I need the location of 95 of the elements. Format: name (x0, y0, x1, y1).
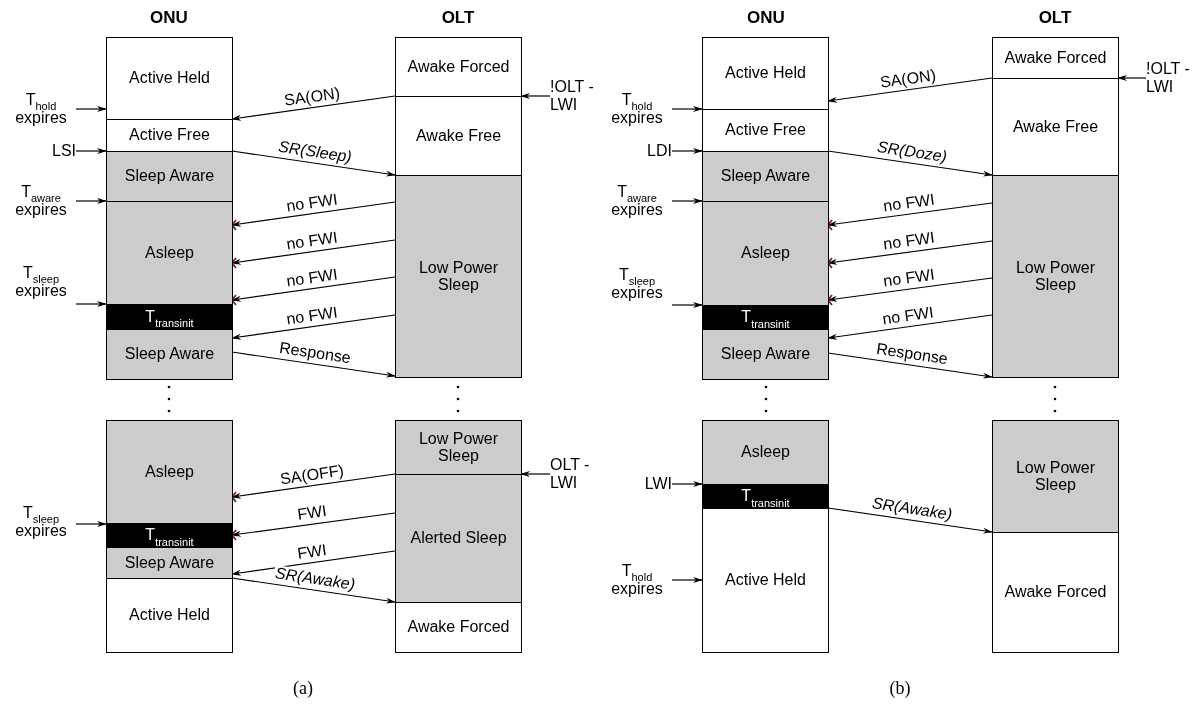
state-band: Sleep Aware (106, 547, 233, 579)
state-band: Active Held (702, 508, 829, 653)
arrow (231, 351, 396, 378)
arrow (1117, 75, 1147, 81)
state-band: T$_{transinit}$ (702, 305, 829, 330)
trigger-label: T$_{sleep}$ expires (6, 500, 76, 544)
edge-label: SA(OFF) (278, 462, 346, 488)
state-band: Awake Forced (395, 37, 522, 97)
state-band: Low Power Sleep (395, 175, 522, 378)
state-band: Awake Free (395, 96, 522, 176)
arrow (671, 481, 703, 487)
arrow (231, 239, 396, 265)
edge-label: FWI (295, 541, 329, 562)
trigger-label: T$_{hold}$ expires (602, 558, 672, 602)
trigger-label: LSI (30, 141, 76, 161)
state-band: Low Power Sleep (395, 420, 522, 475)
arrow (231, 201, 396, 227)
edge-label: SR(Doze) (874, 138, 949, 166)
state-band: Awake Forced (395, 602, 522, 653)
arrow (827, 314, 993, 340)
arrow (520, 93, 551, 99)
arrow (671, 577, 703, 583)
edge-label: SR(Awake) (273, 565, 358, 594)
arrow (231, 276, 396, 302)
arrow (231, 473, 396, 499)
subfigure-caption: (a) (293, 679, 313, 697)
state-band: Sleep Aware (106, 329, 233, 380)
state-band: Active Free (106, 119, 233, 152)
state-band: Active Free (702, 109, 829, 152)
trigger-label: LDI (626, 141, 672, 161)
state-band: Awake Free (992, 78, 1119, 176)
arrow (75, 106, 107, 112)
edge-label: no FWI (284, 303, 340, 328)
arrow (827, 277, 993, 302)
edge-label: no FWI (284, 228, 340, 253)
state-band: T$_{transinit}$ (702, 484, 829, 509)
trigger-label: T$_{hold}$ expires (602, 87, 672, 131)
arrow (231, 314, 396, 340)
edge-label: no FWI (284, 190, 340, 215)
state-band: T$_{transinit}$ (106, 304, 233, 330)
trigger-label: !OLT -LWI (1146, 56, 1196, 100)
arrow (231, 512, 396, 537)
subfigure-caption: (b) (889, 679, 911, 697)
trigger-label: T$_{hold}$ expires (6, 87, 76, 131)
state-band: Asleep (702, 201, 829, 306)
trigger-label: !OLT -LWI (550, 74, 600, 118)
column-heading: ONU (747, 8, 785, 26)
edge-label: SA(ON) (878, 66, 939, 91)
state-band: Alerted Sleep (395, 474, 522, 603)
arrow (231, 150, 396, 177)
arrow (827, 77, 993, 103)
arrow (671, 148, 703, 154)
arrow (671, 198, 703, 204)
arrow (231, 577, 396, 604)
column-heading: ONU (150, 8, 188, 26)
arrow (75, 198, 107, 204)
arrow (75, 301, 107, 307)
column-heading: OLT (441, 8, 475, 26)
edge-label: SR(Awake) (869, 495, 954, 523)
arrow (827, 507, 993, 534)
trigger-label: T$_{aware}$ expires (6, 179, 76, 223)
arrow (231, 550, 396, 576)
state-band: Sleep Aware (106, 151, 233, 202)
arrow (75, 521, 107, 527)
arrow (231, 95, 396, 121)
column-heading: OLT (1038, 8, 1072, 26)
state-band: Active Held (106, 578, 233, 653)
edge-label: SR(Sleep) (276, 138, 354, 166)
arrow (827, 202, 993, 227)
arrow (827, 352, 993, 379)
arrow (520, 471, 551, 477)
state-band: Asleep (702, 420, 829, 485)
state-band: Awake Forced (992, 532, 1119, 653)
arrow (671, 106, 703, 112)
trigger-label: OLT -LWI (550, 452, 600, 496)
state-band: Asleep (106, 420, 233, 524)
state-band: Active Held (702, 37, 829, 110)
edge-label: SA(ON) (282, 84, 342, 109)
state-band: Asleep (106, 201, 233, 305)
trigger-label: T$_{sleep}$ expires (6, 260, 76, 304)
arrow (671, 302, 703, 308)
state-band: Active Held (106, 37, 233, 120)
trigger-label: T$_{sleep}$ expires (602, 262, 672, 306)
state-band: Awake Forced (992, 37, 1119, 79)
state-band: Sleep Aware (702, 151, 829, 202)
state-band: T$_{transinit}$ (106, 523, 233, 548)
arrow (827, 240, 993, 265)
arrow (827, 150, 993, 177)
trigger-label: T$_{aware}$ expires (602, 179, 672, 223)
state-band: Low Power Sleep (992, 420, 1119, 533)
edge-label: no FWI (284, 265, 340, 290)
state-band: Sleep Aware (702, 329, 829, 380)
arrow (75, 148, 107, 154)
trigger-label: LWI (626, 474, 672, 494)
state-band: Low Power Sleep (992, 175, 1119, 378)
